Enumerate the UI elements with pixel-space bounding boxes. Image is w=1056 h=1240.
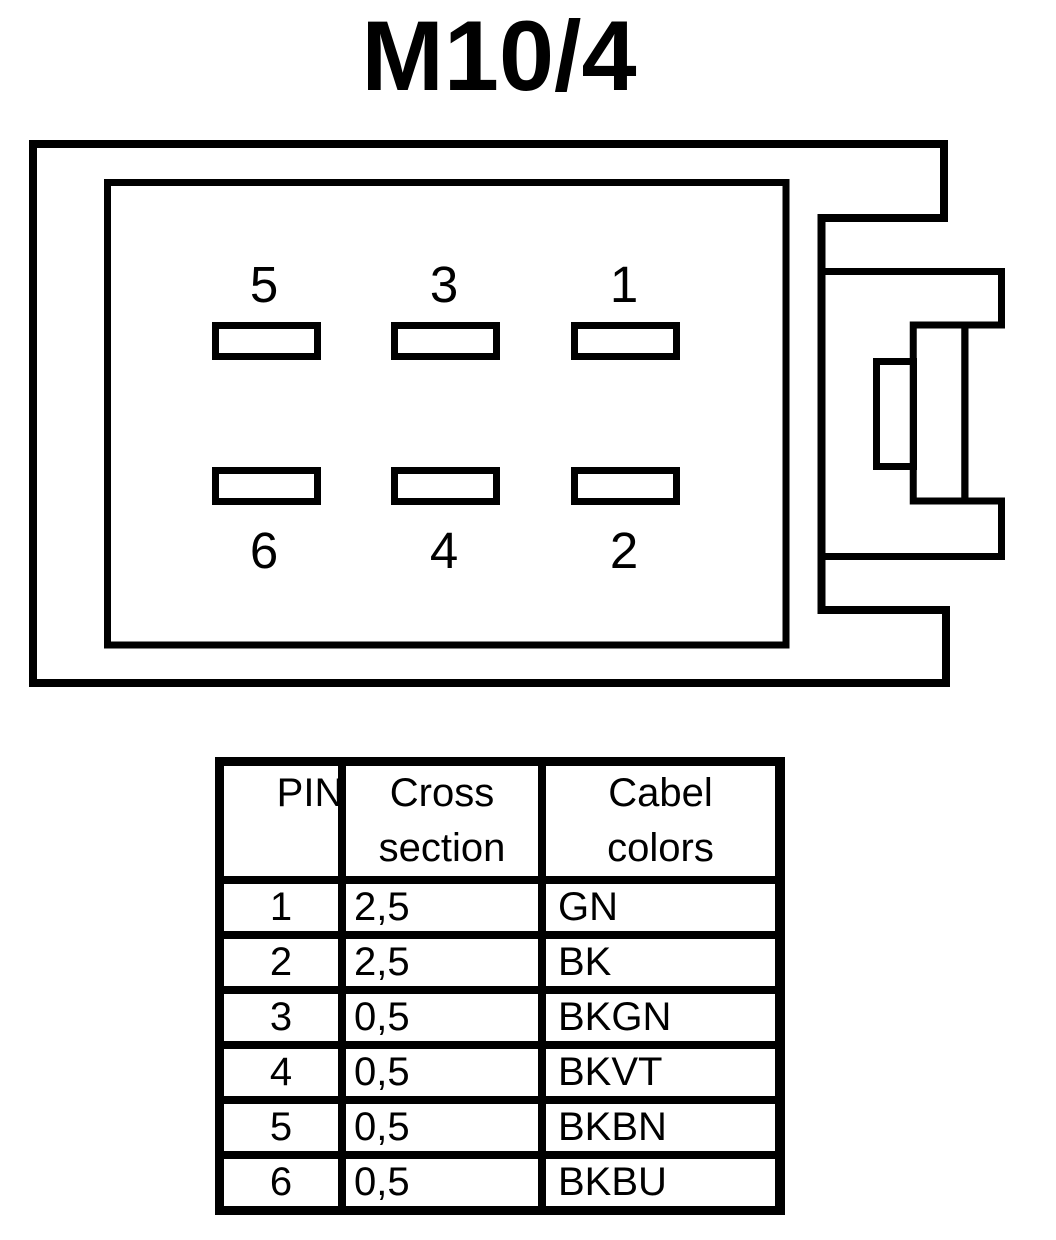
pin-label-3: 3 [430, 256, 458, 313]
pin-slot-5 [212, 322, 321, 360]
table-cell-cross-section: 2,5 [346, 884, 538, 931]
table-cell-pin: 5 [224, 1104, 338, 1151]
table-cell-cable-color: GN [546, 884, 775, 931]
table-cell-cable-color: BKVT [546, 1049, 775, 1096]
table-cell-pin: 3 [224, 994, 338, 1041]
pin-label-5: 5 [250, 256, 278, 313]
table-cell-cable-color: BKBU [546, 1159, 775, 1206]
table-cell-cable-color: BKBN [546, 1104, 775, 1151]
pin-slot-3 [391, 322, 500, 360]
table-cell-cable-color: BKGN [546, 994, 775, 1041]
pin-label-1: 1 [610, 256, 638, 313]
pin-slot-6 [212, 467, 321, 505]
table-cell-cross-section: 2,5 [346, 939, 538, 986]
table-header-cable-colors: Cabel colors [546, 766, 775, 876]
table-cell-pin: 2 [224, 939, 338, 986]
pin-label-6: 6 [250, 522, 278, 579]
table-header-pin: PIN [224, 766, 338, 876]
table-cell-cross-section: 0,5 [346, 1104, 538, 1151]
pin-slot-1 [571, 322, 680, 360]
connector-inner-wall [104, 179, 790, 649]
table-cell-cross-section: 0,5 [346, 994, 538, 1041]
table-cell-pin: 1 [224, 884, 338, 931]
pin-assignment-table: PIN Cross section Cabel colors 1 2,5 GN … [215, 757, 785, 1215]
connector-housing-outline [29, 140, 950, 687]
connector-diagram: 5 3 1 6 4 2 [29, 140, 1005, 687]
table-cell-cross-section: 0,5 [346, 1049, 538, 1096]
latch-middle-rib [909, 321, 969, 505]
table-cell-cable-color: BK [546, 939, 775, 986]
pin-slot-2 [571, 467, 680, 505]
table-cell-pin: 4 [224, 1049, 338, 1096]
table-cell-pin: 6 [224, 1159, 338, 1206]
pin-label-2: 2 [610, 522, 638, 579]
latch-small-rib [873, 358, 917, 470]
page-title: M10/4 [361, 0, 637, 111]
pin-label-4: 4 [430, 522, 458, 579]
table-cell-cross-section: 0,5 [346, 1159, 538, 1206]
table-header-cross-section: Cross section [346, 766, 538, 876]
pin-slot-4 [391, 467, 500, 505]
